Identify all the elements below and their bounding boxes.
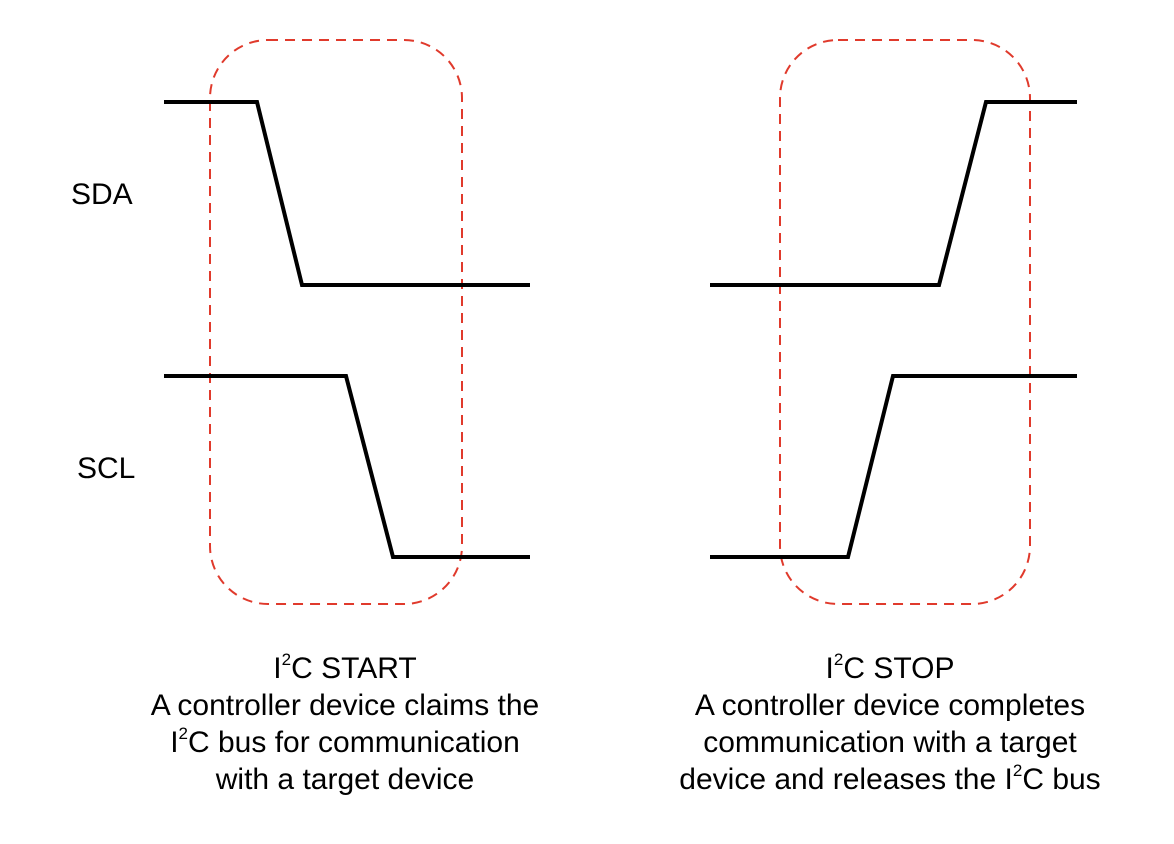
stop-description-line-3: device and releases the I2C bus <box>679 761 1101 796</box>
start-description-line-3: with a target device <box>215 763 475 796</box>
stop-description-line-1: A controller device completes <box>694 689 1086 722</box>
stop-caption: I2C STOP A controller device completes c… <box>630 650 1150 798</box>
sda-label: SDA <box>71 178 133 211</box>
start-title: I2C START <box>273 650 417 685</box>
stop-scl-waveform <box>710 374 1077 559</box>
stop-sda-waveform <box>710 100 1077 287</box>
stop-title: I2C STOP <box>825 650 955 685</box>
start-description-line-1: A controller device claims the <box>150 689 540 722</box>
stop-condition <box>710 39 1077 605</box>
scl-label: SCL <box>77 452 136 485</box>
start-highlight-box <box>209 39 463 605</box>
start-condition <box>164 39 530 605</box>
start-sda-waveform <box>164 100 530 287</box>
stop-description-line-2: communication with a target <box>703 726 1077 759</box>
stop-highlight-box <box>779 39 1031 605</box>
start-scl-waveform <box>164 374 530 559</box>
start-caption: I2C START A controller device claims the… <box>80 650 610 798</box>
start-description-line-2: I2C bus for communication <box>170 724 520 759</box>
